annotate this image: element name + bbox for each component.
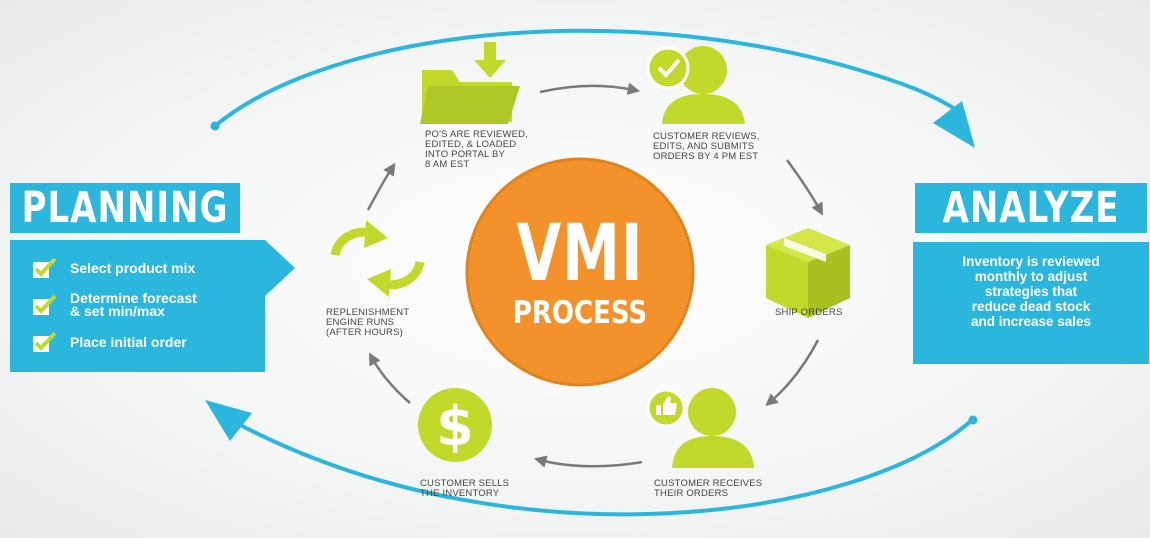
checkbox-check-icon: [33, 331, 57, 352]
svg-text:$: $: [436, 395, 474, 458]
step-label-customer-receives: CUSTOMER RECEIVES THEIR ORDERS: [654, 478, 763, 499]
top-cycle-dot: [210, 121, 220, 131]
planning-item: Select product mix: [32, 257, 265, 279]
step-arrow-6: [366, 162, 396, 211]
hub-subtitle: PROCESS: [512, 295, 648, 332]
user-check-icon: [646, 46, 745, 124]
planning-item-label: Place initial order: [70, 333, 187, 350]
step-arrow-4: [533, 455, 643, 468]
step-arrow-5: [368, 352, 411, 404]
top-cycle-arc: [213, 28, 962, 128]
step-label-customer-review: CUSTOMER REVIEWS, EDITS, AND SUBMITS ORD…: [653, 131, 760, 162]
step-label-po-review: PO'S ARE REVIEWED, EDITED, & LOADED INTO…: [425, 129, 529, 170]
planning-panel: Select product mix Determine forecast & …: [10, 240, 265, 372]
step-label-customer-sells: CUSTOMER SELLS THE INVENTORY: [420, 478, 510, 499]
planning-item: Place initial order: [32, 331, 265, 353]
top-cycle-arrowhead: [933, 101, 975, 148]
bottom-cycle-dot: [968, 415, 978, 425]
analyze-title: ANALYZE: [915, 183, 1147, 233]
step-arrow-1: [539, 82, 641, 95]
box-icon: [766, 228, 850, 318]
analyze-text: Inventory is reviewed monthly to adjust …: [962, 254, 1100, 329]
vmi-hub-circle: [465, 157, 695, 387]
planning-item: Determine forecast & set min/max: [32, 290, 265, 319]
step-arrow-2: [785, 159, 824, 216]
folder-download-icon: [420, 42, 520, 124]
step-arrow-3: [765, 339, 820, 407]
refresh-cycle-icon: [330, 220, 425, 297]
planning-item-label: Determine forecast & set min/max: [70, 290, 197, 319]
dollar-coin-icon: $: [418, 388, 492, 462]
planning-title: PLANNING: [10, 183, 240, 233]
step-label-ship-orders: SHIP ORDERS: [775, 307, 843, 318]
planning-item-label: Select product mix: [70, 259, 196, 276]
checkbox-check-icon: [33, 294, 57, 315]
bottom-cycle-arrowhead: [205, 400, 252, 441]
checkbox-check-icon: [33, 257, 57, 278]
user-thumbs-up-icon: [646, 388, 754, 468]
hub-title: VMI: [516, 207, 644, 300]
step-label-replenishment: REPLENISHMENT ENGINE RUNS (AFTER HOURS): [326, 307, 410, 338]
analyze-panel: Inventory is reviewed monthly to adjust …: [913, 242, 1149, 364]
